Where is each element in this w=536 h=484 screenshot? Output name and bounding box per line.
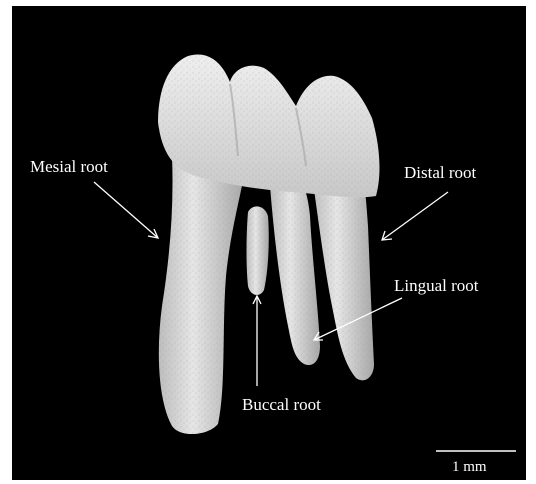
mesial-root-shape xyxy=(159,156,244,434)
mesial-root-arrow xyxy=(94,182,158,238)
lingual-root-label: Lingual root xyxy=(394,277,479,294)
buccal-root-arrow xyxy=(253,296,261,386)
distal-root-label: Distal root xyxy=(404,164,476,181)
scale-bar-label: 1 mm xyxy=(452,460,487,475)
buccal-root-shape xyxy=(247,206,269,295)
distal-root-arrow xyxy=(382,192,448,240)
mesial-root-label: Mesial root xyxy=(30,158,108,175)
lingual-root-shape xyxy=(270,174,320,365)
image-frame: Mesial root Distal root Lingual root Buc… xyxy=(12,6,526,480)
buccal-root-label: Buccal root xyxy=(242,396,321,413)
